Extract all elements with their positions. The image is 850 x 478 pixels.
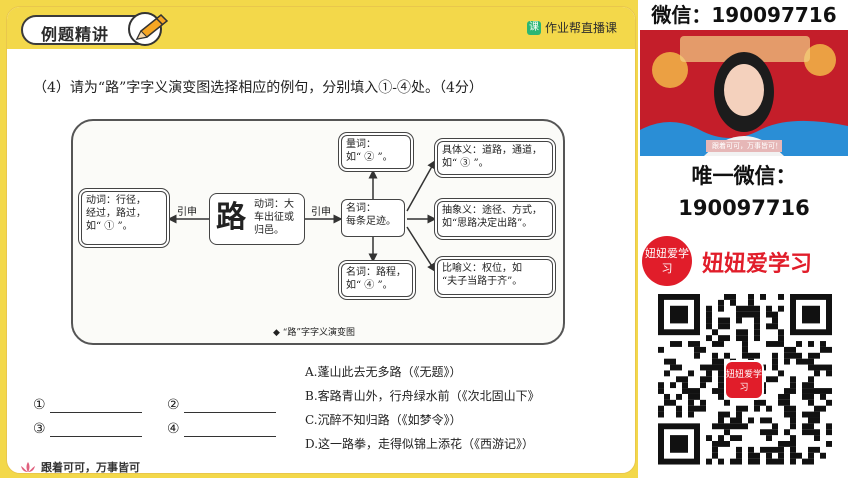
option-d: D.这一路拳，走得似锦上添花（《西游记》） — [305, 437, 535, 451]
box-line: 量词： — [346, 139, 376, 150]
concrete-meaning-box: 具体义：道路，通道， 如“ ③ ”。 — [437, 141, 553, 175]
box-line: 车出征或 — [254, 212, 294, 223]
blank-number: ① — [33, 397, 46, 413]
box-line: 名词： — [346, 203, 376, 214]
brand-logo-icon: 课 — [527, 20, 541, 35]
box-line: 如“ ③ ”。 — [442, 158, 489, 169]
box-line: 经过，路过， — [86, 208, 146, 219]
slide-header: 例题精讲 课 作业帮直播课 — [7, 7, 635, 49]
box-line: 如“ ① ”。 — [86, 221, 133, 232]
footer-text: 跟着可可，万事皆可 — [41, 461, 140, 474]
verb-travel-box: 动词：行径， 经过，路过， 如“ ① ”。 — [81, 191, 167, 245]
qr-center-logo: 妞妞爱学习 — [724, 360, 764, 400]
box-line: 归邑。 — [254, 225, 284, 236]
pencil-icon — [128, 12, 169, 46]
qr-code-image — [654, 292, 834, 468]
teacher-video: 跟着可可，万事皆可！ — [640, 30, 848, 156]
option-b: B.客路青山外，行舟绿水前（《次北固山下》 — [305, 389, 540, 403]
lesson-slide: 例题精讲 课 作业帮直播课 （4）请为“路”字字义演变图选择相应的例句，分别填入… — [6, 6, 636, 474]
yinshen-label-1: 引申 — [177, 207, 197, 218]
abstract-meaning-box: 抽象义：途径、方式， 如“思路决定出路”。 — [437, 201, 553, 237]
box-line: 比喻义：权位，如 — [442, 263, 522, 274]
box-line: 具体义：道路，通道， — [442, 145, 542, 156]
box-line: 每条足迹。 — [346, 216, 396, 227]
box-line: 动词：行径， — [86, 195, 146, 206]
box-line: 如“ ② ”。 — [346, 152, 393, 163]
video-banner-text: 跟着可可，万事皆可！ — [712, 142, 782, 150]
question-text: （4）请为“路”字字义演变图选择相应的例句，分别填入①-④处。（4分） — [33, 80, 483, 96]
measure-word-box: 量词： 如“ ② ”。 — [341, 135, 411, 169]
lotus-icon — [21, 462, 35, 472]
wechat-top-label: 微信：190097716 — [638, 0, 850, 30]
blank-line — [183, 422, 276, 437]
yinshen-label-2: 引申 — [311, 207, 331, 218]
qr-code: 妞妞爱学习 — [654, 292, 834, 468]
option-c: C.沉醉不知归路（《如梦令》） — [305, 413, 462, 427]
blank-line — [49, 398, 142, 413]
side-panel: 微信：190097716 跟着可可，万事皆可！ 唯一微信： 190097716 … — [638, 0, 850, 478]
evolution-diagram: 动词：行径， 经过，路过， 如“ ① ”。 引申 路 动词：大 车出征或 归邑。… — [71, 119, 565, 345]
side-brand-name: 妞妞爱学习 — [702, 252, 813, 277]
box-line: 名词：路程， — [346, 267, 406, 278]
box-line: 如“思路决定出路”。 — [442, 218, 533, 229]
brand-logo-circle: 妞妞爱学习 — [642, 236, 692, 286]
blank-4: ④ — [167, 421, 276, 437]
box-line: 动词：大 — [254, 199, 294, 210]
noun-footprint-box: 名词： 每条足迹。 — [341, 199, 405, 237]
footer-slogan: 跟着可可，万事皆可 — [19, 459, 140, 474]
section-title: 例题精讲 — [41, 25, 110, 44]
box-line: “夫子当路于齐”。 — [442, 276, 523, 287]
blank-number: ④ — [167, 421, 180, 437]
teacher-video-frame — [640, 30, 848, 156]
lu-character: 路 — [216, 200, 246, 235]
diagram-caption: ◆ “路”字字义演变图 — [273, 328, 355, 338]
option-a: A.蓬山此去无多路（《无题》） — [305, 365, 462, 379]
brand-name: 作业帮直播课 — [545, 21, 618, 35]
brand-label: 课 作业帮直播课 — [527, 19, 617, 36]
blank-number: ③ — [33, 421, 46, 437]
blank-line — [49, 422, 142, 437]
origin-box: 路 动词：大 车出征或 归邑。 — [209, 193, 305, 245]
unique-wechat-label: 唯一微信： — [691, 164, 797, 188]
blank-2: ② — [167, 397, 276, 413]
blank-number: ② — [167, 397, 180, 413]
box-line: 如“ ④ ”。 — [346, 280, 393, 291]
unique-wechat-number: 190097716 — [678, 196, 810, 220]
noun-distance-box: 名词：路程， 如“ ④ ”。 — [341, 263, 413, 297]
blank-3: ③ — [33, 421, 142, 437]
metaphor-meaning-box: 比喻义：权位，如 “夫子当路于齐”。 — [437, 259, 553, 295]
diagram-arrows — [167, 159, 437, 273]
box-line: 抽象义：途径、方式， — [442, 205, 542, 216]
blank-1: ① — [33, 397, 142, 413]
blank-line — [183, 398, 276, 413]
